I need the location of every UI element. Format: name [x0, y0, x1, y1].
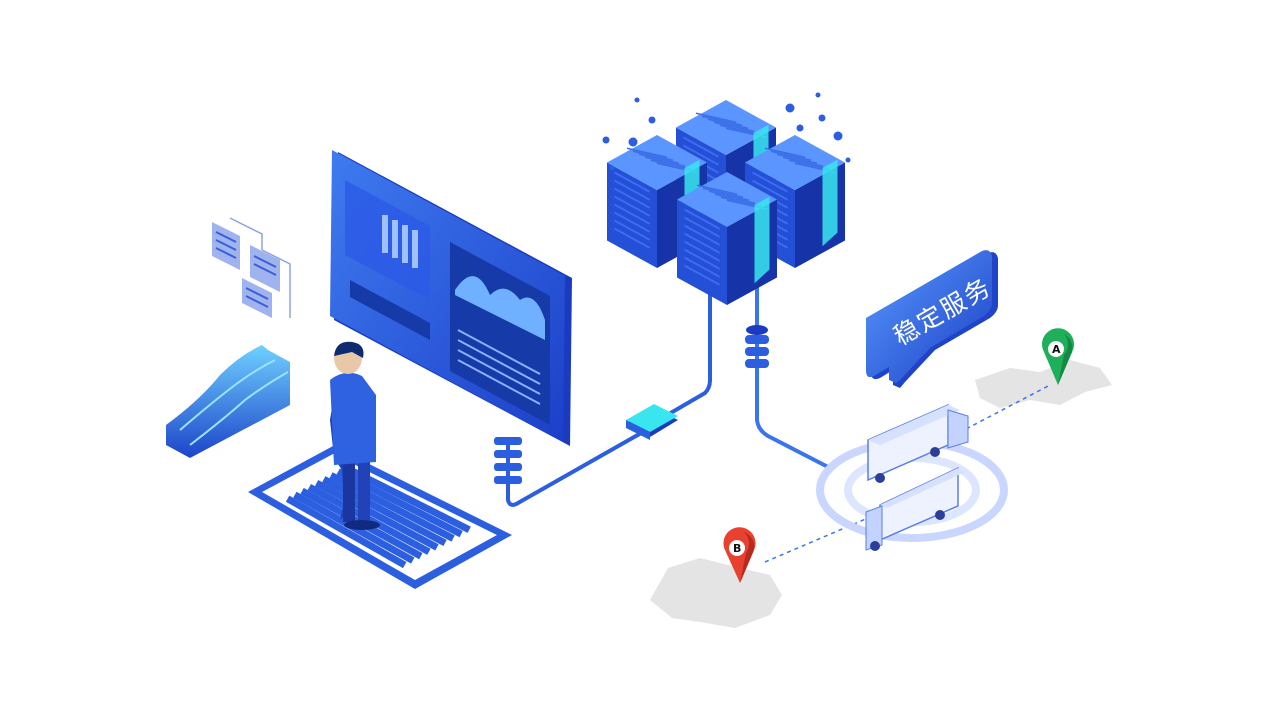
particle-dot [833, 131, 843, 141]
server-unit [677, 172, 777, 305]
server-cluster [607, 100, 845, 305]
server-connector [745, 325, 769, 368]
cable-hub-to-servers [648, 290, 712, 427]
person-figure [330, 341, 380, 530]
particle-dot [609, 165, 615, 171]
floor-mat [248, 446, 512, 589]
particle-dot [785, 103, 795, 113]
monitor-connector [494, 437, 522, 484]
particle-dot [845, 157, 851, 163]
particle-dots [602, 92, 851, 171]
map-region-a [975, 360, 1112, 408]
particle-dot [815, 92, 821, 98]
stable-service-bubble: 稳定服务 [866, 250, 998, 388]
location-pin-b: B [723, 527, 756, 583]
truck-front [865, 466, 965, 551]
particle-dot [796, 124, 804, 132]
particle-dot [818, 114, 826, 122]
network-hub-chip [626, 404, 678, 440]
document-flowchart-icon [212, 217, 291, 318]
cable-servers-to-trucks [755, 282, 831, 470]
cable-monitor-to-hub [506, 426, 651, 507]
particle-dot [628, 137, 638, 147]
mat-stripe [314, 480, 439, 551]
bar-chart-icon [382, 215, 418, 268]
area-chart-icon [455, 276, 545, 340]
wave-chart-icon [166, 345, 290, 458]
dashboard-monitor [330, 150, 572, 446]
location-pin-a: A [1042, 328, 1074, 385]
map-region-b [650, 558, 782, 628]
particle-dot [602, 136, 610, 144]
pin-b-label: B [733, 542, 741, 555]
truck-back [867, 403, 969, 483]
route-line-b [764, 514, 876, 563]
pin-a-label: A [1052, 343, 1061, 356]
particle-dot [648, 116, 656, 124]
particle-dot [634, 97, 640, 103]
mat-stripe [285, 495, 407, 569]
